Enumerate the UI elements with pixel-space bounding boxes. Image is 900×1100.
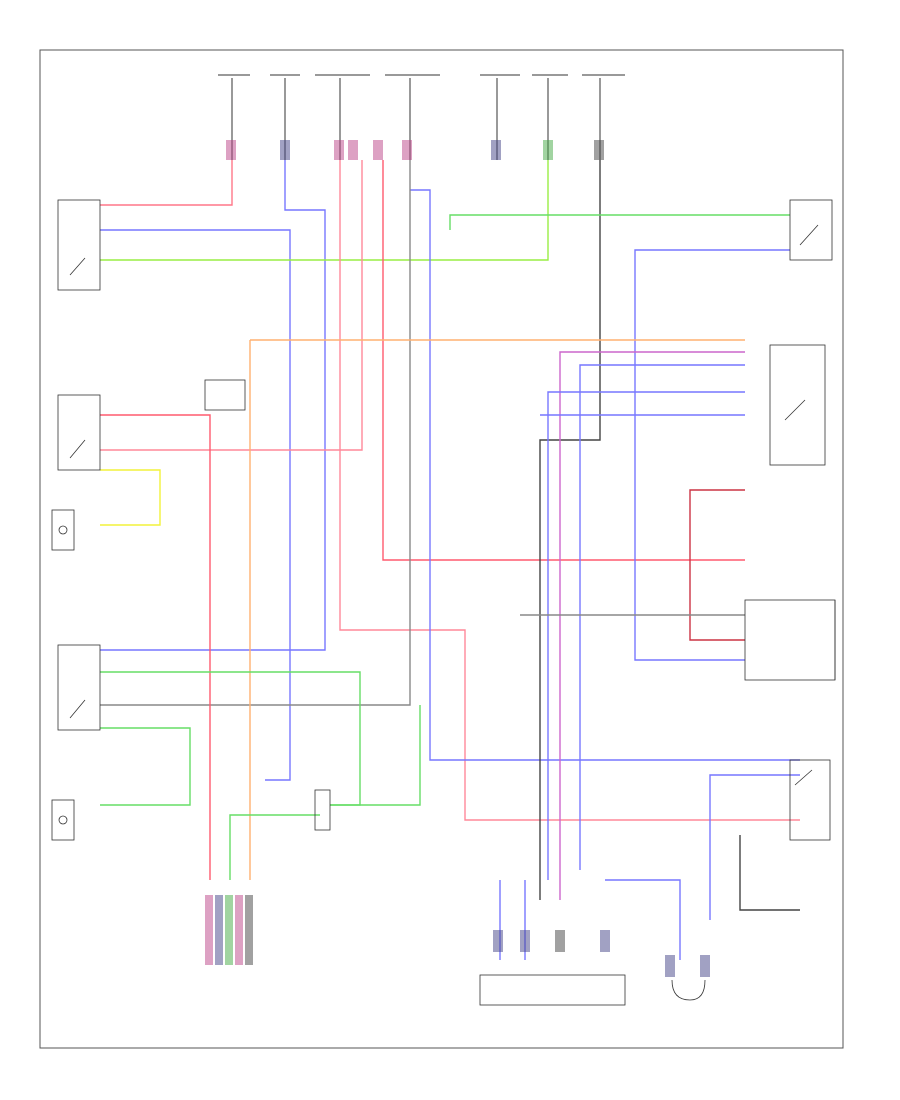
- left-components: [51, 199, 246, 841]
- bottom-components: [205, 789, 710, 1006]
- diagram-frame: [39, 49, 844, 1049]
- wires: [100, 160, 800, 960]
- right-components: [744, 199, 836, 841]
- top-fuse-stubs: [218, 74, 625, 190]
